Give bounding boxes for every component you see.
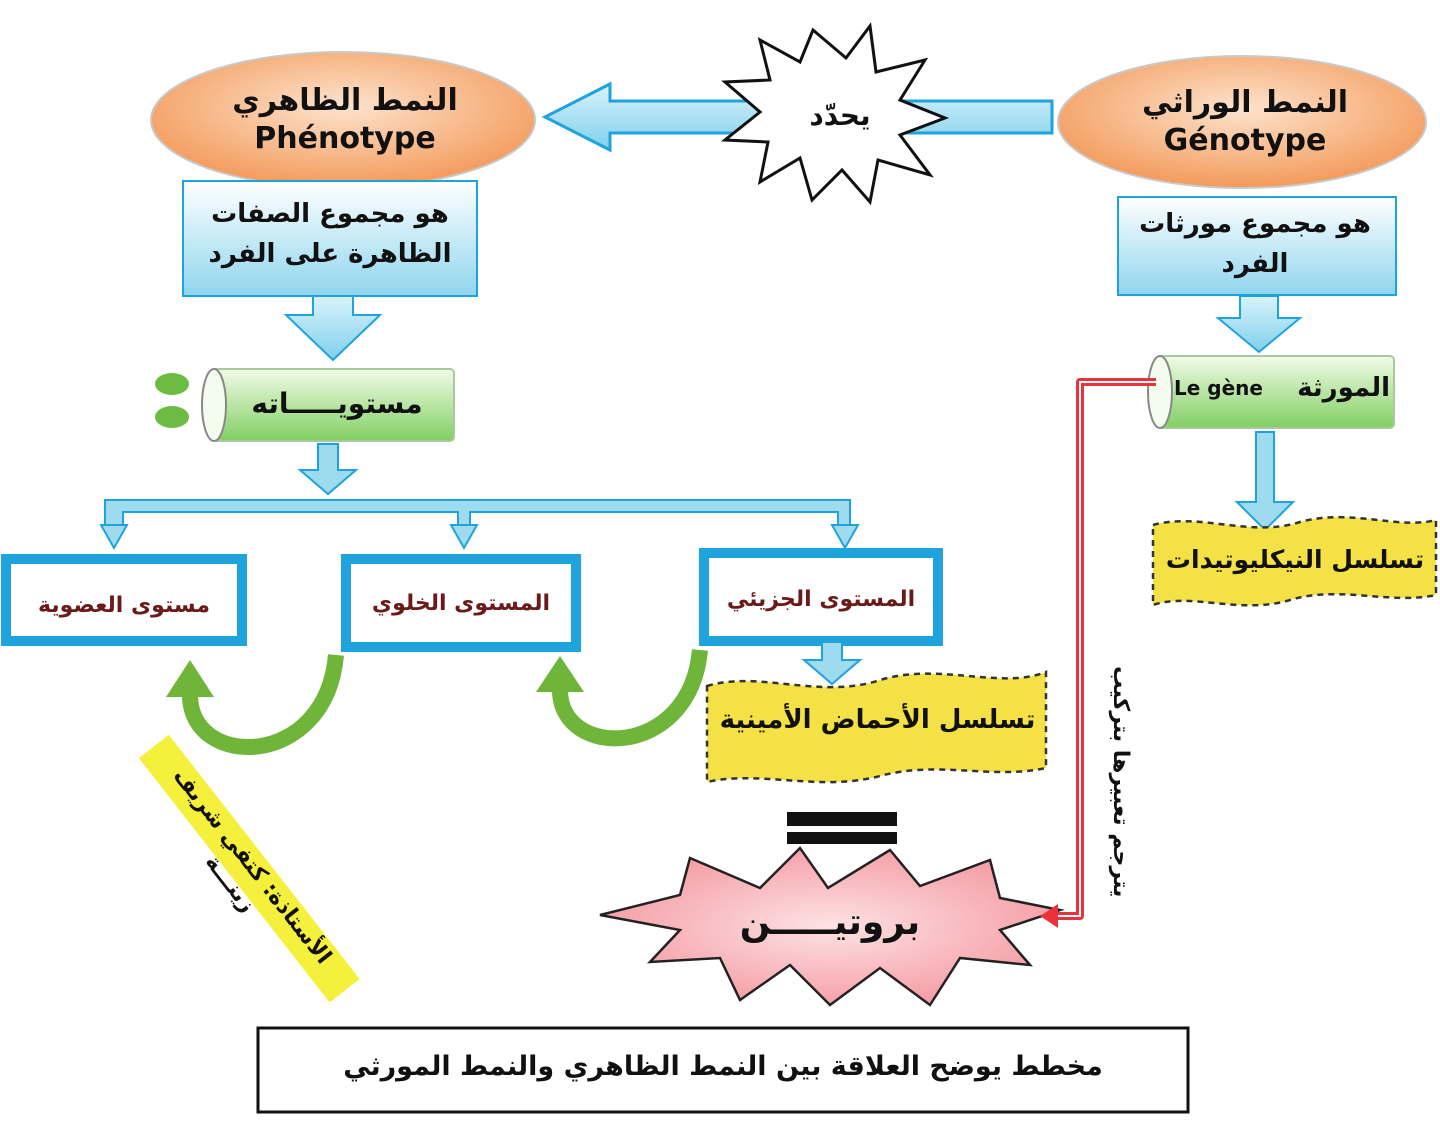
genotype-title: النمط الوراثي Génotype (1080, 84, 1410, 159)
nucleotides-label: تسلسل النيكليوتيدات (1165, 545, 1425, 574)
genotype-definition-line2: الفرد (1221, 249, 1289, 280)
translation-note: يترجم تعبيرها بتركيب (1107, 666, 1133, 898)
gene-label: المورثة Le gène (1174, 372, 1390, 405)
phenotype-definition-box (182, 180, 478, 297)
branch-arrow-left (99, 524, 129, 551)
determines-label: يحدّد (809, 99, 871, 132)
gene-protein-link-inner (1050, 381, 1156, 917)
gene-protein-link (1050, 378, 1156, 920)
down-arrow-genotype (1215, 295, 1303, 354)
gene-protein-link-head (1040, 904, 1058, 928)
organism-level-label: مستوى العضوية (38, 593, 210, 618)
genotype-definition-line1: هو مجموع مورثات (1139, 209, 1371, 239)
phenotype-definition-line2: الظاهرة على الفرد (208, 239, 452, 270)
equals-bar-top (787, 812, 897, 826)
gene-label-fr: Le gène (1174, 375, 1263, 400)
organism-level-box (1, 554, 247, 646)
green-curve-arrow-left (182, 654, 344, 755)
genotype-definition: هو مجموع مورثات الفرد (1120, 204, 1390, 285)
green-arrowhead-left (166, 660, 214, 697)
caption-box (256, 1026, 1190, 1114)
cellular-level-box (341, 554, 581, 652)
colon-dot-bottom (155, 406, 189, 428)
genotype-title-fr: Génotype (1163, 122, 1327, 158)
cellular-level-label: المستوى الخلوي (371, 591, 551, 616)
phenotype-title: النمط الظاهري Phénotype (180, 82, 510, 157)
levels-bracket (104, 499, 851, 529)
levels-down-arrow (297, 443, 359, 496)
protein-label: بروتيـــــن (739, 902, 921, 943)
green-arrowhead-right (536, 656, 584, 692)
genotype-ellipse (1057, 55, 1427, 189)
gene-label-ar: المورثة (1297, 373, 1390, 403)
molecular-level-box (699, 548, 943, 646)
equals-bar-bottom (787, 832, 897, 844)
diagram-caption: مخطط يوضح العلاقة بين النمط الظاهري والن… (343, 1051, 1103, 1082)
levels-cylinder-cap (201, 368, 227, 442)
genotype-definition-box (1117, 196, 1397, 296)
gene-cylinder-cap (1147, 355, 1173, 429)
phenotype-title-ar: النمط الظاهري (232, 83, 458, 118)
amino-acids-banner (705, 670, 1048, 784)
branch-arrow-middle (449, 524, 479, 551)
protein-starburst (599, 846, 1065, 1007)
molecular-level-label: المستوى الجزيئي (726, 587, 916, 612)
genotype-title-ar: النمط الوراثي (1141, 85, 1348, 120)
nucleotides-banner (1151, 515, 1438, 607)
colon-dot-top (155, 373, 189, 395)
determines-starburst (720, 22, 950, 206)
author-banner (138, 734, 360, 1003)
down-arrow-phenotype (283, 295, 383, 362)
branch-arrow-right (830, 524, 860, 551)
phenotype-definition: هو مجموع الصفات الظاهرة على الفرد (186, 194, 474, 275)
amino-acids-label: تسلسل الأحماض الأمينية (719, 705, 1036, 735)
phenotype-definition-line1: هو مجموع الصفات (211, 199, 449, 229)
green-curve-arrow-right (552, 649, 708, 747)
levels-label: مستويـــــاته (251, 387, 423, 420)
molecular-down-arrow (801, 641, 863, 686)
phenotype-title-fr: Phénotype (254, 120, 436, 156)
gene-down-arrow (1234, 431, 1296, 532)
